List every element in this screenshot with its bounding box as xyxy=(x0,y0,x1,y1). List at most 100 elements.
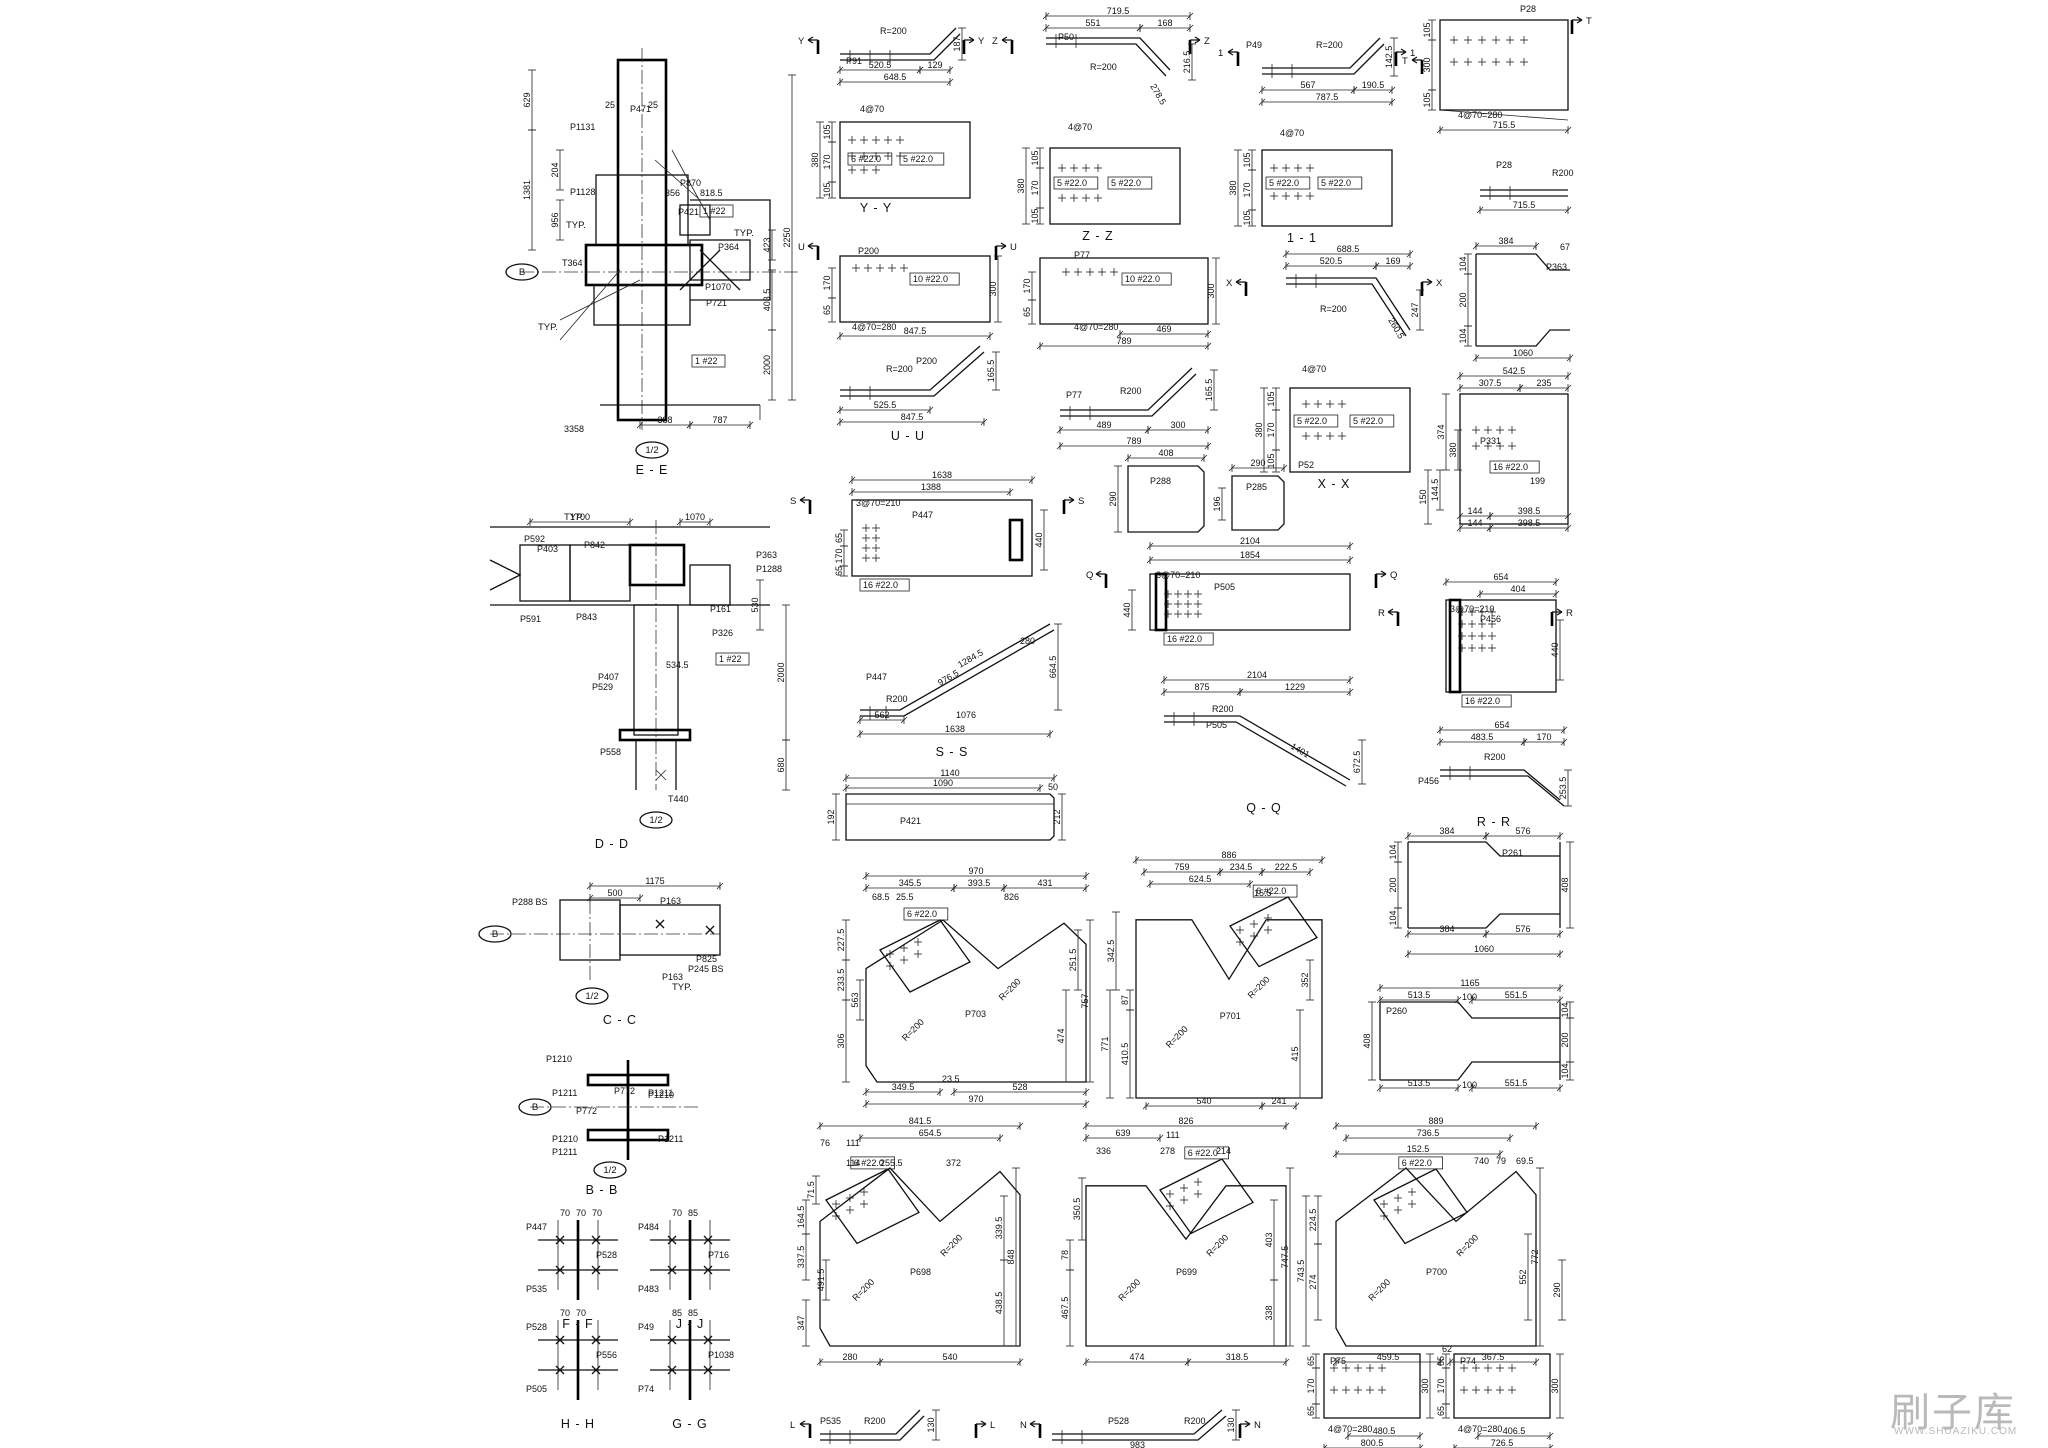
part-label: P49 xyxy=(638,1322,654,1332)
weld-callout: 16 #22.0 xyxy=(1493,462,1528,472)
line xyxy=(1560,738,1568,746)
dimension-text: 528 xyxy=(1012,1082,1027,1092)
dimension-text: 500 xyxy=(607,888,622,898)
line xyxy=(1346,676,1354,684)
part-label: P77 xyxy=(1074,250,1090,260)
line xyxy=(836,66,844,74)
grid-label: 1/2 xyxy=(649,815,662,826)
dimension-text: 105 xyxy=(822,124,832,139)
part-label: P698 xyxy=(910,1267,931,1277)
line xyxy=(655,769,667,781)
dimension-text: R200 xyxy=(1484,752,1506,762)
dimension-text: 347 xyxy=(796,1315,806,1330)
contour xyxy=(1164,715,1351,787)
dimension-text: 278.5 xyxy=(1148,82,1168,107)
dimension-text: 576 xyxy=(1515,924,1530,934)
part-label: P703 xyxy=(965,1009,986,1019)
dimension-text: 440 xyxy=(1034,532,1044,547)
dimension-text: R=200 xyxy=(997,976,1023,1002)
dimension-text: 771 xyxy=(1100,1036,1110,1051)
contour xyxy=(1387,608,1398,616)
line xyxy=(836,78,844,86)
dimension-text: T440 xyxy=(668,794,689,804)
line xyxy=(1146,880,1154,888)
dimension-text: 743.5 xyxy=(1296,1260,1306,1283)
outline xyxy=(909,272,960,286)
dimension-text: 114 xyxy=(846,1158,860,1168)
part-label: P50 xyxy=(1058,32,1074,42)
dimension-text: R=200 xyxy=(1116,1277,1142,1303)
dimension-text: 1165 xyxy=(1460,978,1479,988)
outline xyxy=(1265,176,1311,190)
dimension-text: 104 xyxy=(1458,256,1468,271)
line xyxy=(1556,930,1564,938)
grid-label: B xyxy=(532,1102,538,1113)
contour xyxy=(1159,1158,1254,1235)
dimension-text: 129 xyxy=(927,60,942,70)
line xyxy=(816,1122,824,1130)
dimension-text: 639 xyxy=(1115,1128,1130,1138)
line xyxy=(1156,1134,1164,1142)
line xyxy=(1142,1102,1150,1110)
outline xyxy=(618,728,692,742)
dimension-text: 62 xyxy=(1442,1344,1452,1354)
weld-callout: 5 #22.0 xyxy=(1353,416,1383,426)
part-label: P1128 xyxy=(570,187,595,197)
part-label: P535 xyxy=(526,1284,547,1294)
dimension-text: 4@70 xyxy=(1068,122,1092,132)
dimension-text: 164.5 xyxy=(796,1206,806,1229)
part-label: P326 xyxy=(712,628,733,638)
part-label: P772 xyxy=(576,1106,597,1116)
part-label: P528 xyxy=(526,1322,547,1332)
dimension-text: 736.5 xyxy=(1417,1128,1440,1138)
grid-label: B xyxy=(519,267,525,278)
dimension-text: 234.5 xyxy=(1230,862,1253,872)
section-title: Q - Q xyxy=(1246,801,1282,815)
dimension-text: R200 xyxy=(1120,386,1142,396)
dimension-text: 551 xyxy=(1085,18,1100,28)
part-label: P363 xyxy=(1546,262,1567,272)
dimension-text: 170 xyxy=(1306,1378,1316,1393)
line xyxy=(836,406,844,414)
section-title: Y - Y xyxy=(860,201,892,215)
section-title: R - R xyxy=(1477,815,1511,829)
dimension-text: 1401 xyxy=(1289,741,1311,760)
outline xyxy=(1149,573,1351,631)
dimension-text: 1070 xyxy=(685,512,705,522)
cut-mark: Z xyxy=(1204,36,1210,47)
dimension-text: 111 xyxy=(846,1138,860,1148)
line xyxy=(980,418,988,426)
dimension-text: 350.5 xyxy=(1072,1198,1082,1221)
line xyxy=(862,872,870,880)
line xyxy=(1042,24,1050,32)
dimension-text: 100 xyxy=(1462,992,1477,1002)
line xyxy=(1144,426,1152,434)
dimension-text: 15.5 xyxy=(1254,888,1272,898)
dimension-text: 280 xyxy=(1020,636,1035,646)
line xyxy=(946,78,954,86)
line xyxy=(1546,1432,1554,1440)
line xyxy=(1258,86,1266,94)
grid-bubble xyxy=(639,811,673,829)
line xyxy=(1346,556,1354,564)
contour xyxy=(1440,769,1565,807)
dimension-text: 3@70=210 xyxy=(1156,570,1200,580)
outline xyxy=(1107,176,1153,190)
line xyxy=(1136,24,1144,32)
line xyxy=(1404,930,1412,938)
outline xyxy=(633,604,679,736)
line xyxy=(1566,354,1574,362)
part-label: P163 xyxy=(662,972,683,982)
contour xyxy=(489,559,522,591)
line xyxy=(636,894,644,902)
line xyxy=(1323,1444,1328,1448)
part-label: P260 xyxy=(1386,1006,1407,1016)
outline xyxy=(715,652,750,666)
outline xyxy=(1489,460,1540,474)
section-title: H - H xyxy=(561,1417,595,1431)
